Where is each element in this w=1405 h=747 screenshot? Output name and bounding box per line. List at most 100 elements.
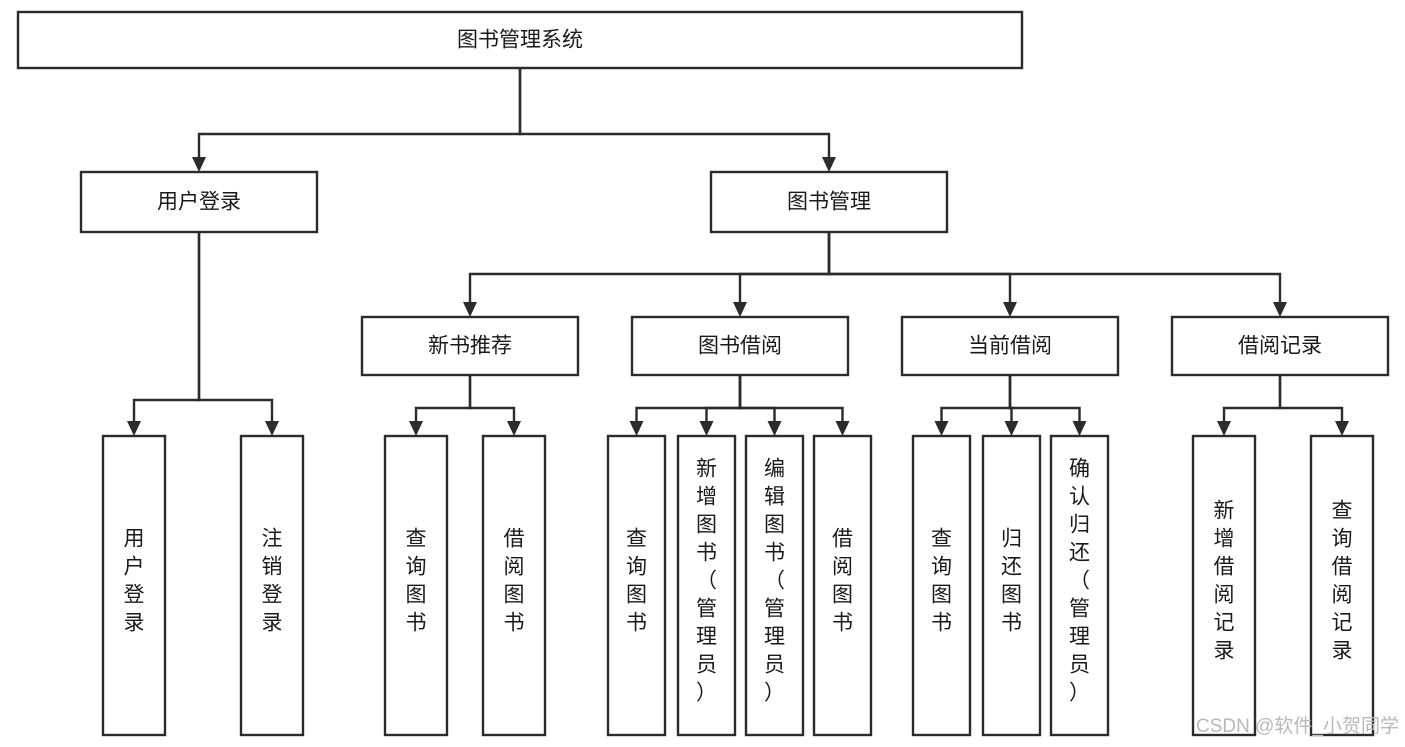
node-book-borrow[interactable]: 图书借阅: [630, 315, 850, 377]
connector-line: [197, 68, 522, 157]
node-label: 当前借阅: [968, 335, 1052, 358]
connector-line: [1008, 375, 1081, 421]
connector-arrowhead-icon: [835, 421, 850, 436]
connector-arrowhead-icon: [127, 421, 141, 436]
node-root[interactable]: 图书管理系统: [16, 10, 1024, 70]
connector-arrowhead-icon: [699, 421, 714, 436]
connector-arrowhead-icon: [1003, 302, 1017, 317]
node-box[interactable]: [981, 434, 1042, 737]
connector-line: [1278, 375, 1344, 421]
connector-arrowhead-icon: [507, 421, 521, 436]
connector-arrowhead-icon: [1335, 421, 1349, 436]
connector-line: [738, 232, 831, 302]
connector-line: [827, 232, 1012, 302]
connector: [127, 232, 201, 436]
connector: [1217, 375, 1282, 436]
connector-arrowhead-icon: [1004, 421, 1019, 436]
node-box[interactable]: [709, 170, 949, 234]
node-user-login[interactable]: 用户登录: [79, 170, 319, 234]
node-leaf-add-record[interactable]: 新增借阅记录: [1191, 434, 1257, 737]
node-box[interactable]: [911, 434, 972, 737]
node-label: 查询借阅记录: [1332, 500, 1353, 663]
node-leaf-borrow-book-1[interactable]: 借阅图书: [481, 434, 547, 737]
node-label: 借阅图书: [504, 528, 525, 635]
node-box[interactable]: [239, 434, 305, 737]
connector-line: [518, 68, 831, 157]
node-box[interactable]: [1049, 434, 1110, 737]
node-box[interactable]: [79, 170, 319, 234]
connector-arrowhead-icon: [1217, 421, 1231, 436]
node-current-borrow[interactable]: 当前借阅: [900, 315, 1120, 377]
node-label: 查询图书: [931, 528, 952, 635]
node-leaf-confirm-return[interactable]: 确认归还（管理员）: [1049, 434, 1110, 737]
node-box[interactable]: [900, 315, 1120, 377]
node-label: 新增图书（管理员）: [696, 458, 717, 705]
connector-line: [940, 375, 1012, 421]
node-box[interactable]: [16, 10, 1024, 70]
connector-arrowhead-icon: [767, 421, 782, 436]
node-box[interactable]: [1170, 315, 1390, 377]
connector: [733, 232, 831, 317]
connector: [738, 375, 850, 436]
node-label: 查询图书: [406, 528, 427, 635]
node-leaf-query-book-3[interactable]: 查询图书: [911, 434, 972, 737]
connector-layer: [127, 68, 1349, 436]
connector: [738, 375, 782, 436]
connector-line: [468, 232, 831, 302]
connector-line: [738, 375, 776, 421]
node-book-manage[interactable]: 图书管理: [709, 170, 949, 234]
connector-line: [827, 232, 1282, 302]
connector-line: [738, 375, 844, 421]
node-leaf-logout[interactable]: 注销登录: [239, 434, 305, 737]
node-leaf-add-book[interactable]: 新增图书（管理员）: [676, 434, 737, 737]
connector-arrowhead-icon: [934, 421, 949, 436]
node-label: 新书推荐: [428, 335, 512, 358]
node-box[interactable]: [101, 434, 167, 737]
node-leaf-query-book-2[interactable]: 查询图书: [606, 434, 667, 737]
node-label: 借阅图书: [832, 528, 853, 635]
node-box[interactable]: [630, 315, 850, 377]
node-label: 注销登录: [262, 528, 283, 635]
node-box[interactable]: [481, 434, 547, 737]
node-box[interactable]: [360, 315, 580, 377]
connector: [197, 232, 279, 436]
connector: [1008, 375, 1087, 436]
node-borrow-record[interactable]: 借阅记录: [1170, 315, 1390, 377]
connector-arrowhead-icon: [733, 302, 747, 317]
node-box[interactable]: [383, 434, 449, 737]
connector: [409, 375, 472, 436]
connector-line: [414, 375, 472, 421]
node-box[interactable]: [676, 434, 737, 737]
connector-line: [705, 375, 742, 421]
connector: [1278, 375, 1349, 436]
node-box[interactable]: [1309, 434, 1375, 737]
node-label: 确认归还（管理员）: [1069, 458, 1090, 705]
node-label: 归还图书: [1001, 528, 1022, 635]
connector: [934, 375, 1012, 436]
connector-arrowhead-icon: [409, 421, 423, 436]
node-box[interactable]: [744, 434, 805, 737]
node-leaf-borrow-book-2[interactable]: 借阅图书: [812, 434, 873, 737]
connector-line: [635, 375, 742, 421]
node-leaf-query-book-1[interactable]: 查询图书: [383, 434, 449, 737]
node-leaf-query-record[interactable]: 查询借阅记录: [1309, 434, 1375, 737]
node-label: 编辑图书（管理员）: [764, 458, 785, 705]
node-label: 图书管理: [787, 191, 871, 214]
node-leaf-return-book[interactable]: 归还图书: [981, 434, 1042, 737]
node-box[interactable]: [1191, 434, 1257, 737]
connector: [827, 232, 1287, 317]
watermark-text: CSDN @软件_小贺同学: [1196, 715, 1399, 737]
node-new-book-rec[interactable]: 新书推荐: [360, 315, 580, 377]
node-leaf-edit-book[interactable]: 编辑图书（管理员）: [744, 434, 805, 737]
connector-line: [132, 232, 201, 421]
connector: [468, 375, 521, 436]
node-box[interactable]: [812, 434, 873, 737]
connector-arrowhead-icon: [192, 157, 206, 172]
connector: [1004, 375, 1019, 436]
node-label: 新增借阅记录: [1214, 500, 1235, 663]
connector-arrowhead-icon: [1072, 421, 1087, 436]
connector-arrowhead-icon: [629, 421, 644, 436]
node-leaf-user-login[interactable]: 用户登录: [101, 434, 167, 737]
node-box[interactable]: [606, 434, 667, 737]
